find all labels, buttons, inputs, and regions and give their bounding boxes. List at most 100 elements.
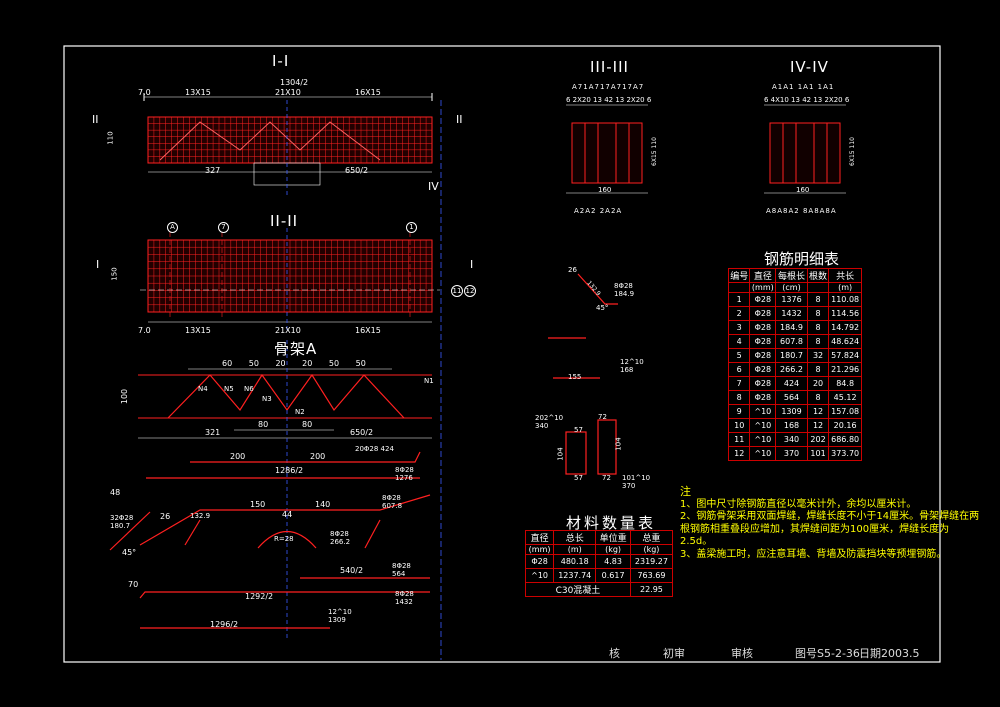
s4-top-labels: A1A1 1A1 1A1 (772, 83, 835, 91)
s2-marker-left: I (96, 258, 100, 271)
rebar-cell: ^10 (749, 446, 777, 461)
bar10-len: 155 (568, 373, 582, 381)
material-cell: 0.617 (595, 568, 631, 583)
rebar-table-header: 编号直径每根长根数共长 (727, 268, 862, 283)
title-review2: 初审 (663, 647, 685, 660)
bar12-text: 101^10 370 (622, 474, 651, 490)
rebar-table-units: (mm)(cm)(m) (727, 282, 862, 293)
s2-tag-a: A (167, 222, 178, 233)
s2-dim-2: 21X10 (275, 326, 301, 335)
bar11-text: 202^10 340 (535, 414, 564, 430)
bar9-len: 1296/2 (210, 620, 239, 629)
small-dim-r28: R=28 (274, 535, 294, 543)
rebar-cell: 266.2 (775, 362, 808, 377)
rebar-cell: 21.296 (828, 362, 862, 377)
s1-marker-br: IV (428, 180, 439, 193)
bar10-text: 12^10 168 (620, 358, 644, 374)
rebar-cell: 101 (806, 446, 830, 461)
rebar-cell: 3 (727, 320, 751, 335)
skeleton-height: 100 (120, 388, 130, 405)
bar7-text: 20Φ28 424 (355, 445, 394, 453)
rebar-cell: 7 (727, 376, 751, 391)
skeleton-n6: N6 (244, 385, 254, 393)
s3-height: 6X15 110 (650, 137, 658, 166)
bar4-text: 8Φ28 607.8 (382, 494, 403, 510)
s2-tag-7: 7 (218, 222, 229, 233)
rebar-cell: 180.7 (775, 348, 808, 363)
concrete-value: 22.95 (629, 582, 674, 597)
bar8-text: 8Φ28 564 (392, 562, 411, 578)
section-3-title: III-III (590, 58, 629, 76)
bar7-len-a: 200 (230, 452, 246, 461)
rebar-cell: 1376 (775, 292, 808, 307)
title-date: 日期2003.5 (859, 647, 920, 660)
rebar-cell: 1309 (775, 404, 808, 419)
small-dim-45: 45° (122, 548, 137, 557)
rebar-cell: 564 (775, 390, 808, 405)
rebar-cell: ^10 (749, 418, 777, 433)
rebar-cell: 157.08 (828, 404, 862, 419)
s1-bottom-left-dim: 327 (205, 166, 221, 175)
s1-marker-left: II (92, 113, 99, 126)
material-table-header: 直径总长单位重总重 (524, 530, 674, 545)
material-cell: ^10 (524, 568, 555, 583)
rebar-table-title: 钢筋明细表 (764, 250, 840, 268)
rebar-unit-cell (806, 282, 830, 293)
bar12-w1: 57 (574, 474, 583, 482)
rebar-cell: 6 (727, 362, 751, 377)
s2-tag-12: 12 (464, 285, 476, 297)
section-2-title: II-II (270, 212, 299, 230)
skeleton-mid-dim-1: 80 (258, 420, 269, 429)
rebar-cell: 5 (727, 348, 751, 363)
rebar-cell: 607.8 (775, 334, 808, 349)
bar4-len-a: 150 (250, 500, 266, 509)
s3-bottom-labels: A2A2 2A2A (574, 207, 623, 215)
s2-dim-0: 7.0 (138, 326, 151, 335)
section-2-drawing (140, 228, 440, 330)
rebar-header-cell: 编号 (727, 268, 751, 283)
skeleton-a-drawing (138, 340, 432, 640)
s1-height-dim: 110 (106, 131, 115, 145)
rebar-header-cell: 根数 (806, 268, 830, 283)
rebar-cell: 9 (727, 404, 751, 419)
rebar-header-cell: 每根长 (775, 268, 808, 283)
rebar-cell: 57.824 (828, 348, 862, 363)
rebar-unit-cell: (cm) (775, 282, 808, 293)
rebar-cell: 20 (806, 376, 830, 391)
bar3-text: 8Φ28 184.9 (614, 282, 635, 298)
title-block: 核 初审 审核 图号S5-2-36 日期2003.5 (593, 641, 923, 663)
s2-tag-1: 1 (406, 222, 417, 233)
small-dim-70: 70 (128, 580, 139, 589)
material-unit-cell: (kg) (629, 544, 674, 555)
rebar-cell: 12 (727, 446, 751, 461)
detail-bar-shapes (548, 273, 618, 475)
skeleton-top-dims: 60 50 20 20 50 50 (222, 359, 366, 368)
rebar-cell: 14.792 (828, 320, 862, 335)
rebar-cell: Φ28 (749, 362, 777, 377)
title-review1: 核 (609, 647, 620, 660)
s4-dim: 6 4X10 13 42 13 2X20 6 (764, 96, 850, 104)
skeleton-n5: N5 (224, 385, 234, 393)
section-3-drawing (566, 104, 648, 194)
material-header-cell: 总重 (629, 530, 674, 545)
skeleton-n2: N2 (295, 408, 305, 416)
bar9-text: 12^10 1309 (328, 608, 352, 624)
bar3-dim1: 26 (568, 266, 577, 274)
s2-dim-3: 16X15 (355, 326, 381, 335)
s1-dim-0: 7.0 (138, 88, 151, 97)
section-1-drawing (143, 93, 433, 195)
s1-overall-dim: 1304/2 (280, 78, 309, 87)
skeleton-title: 骨架A (274, 340, 318, 358)
material-cell: 1237.74 (553, 568, 597, 583)
skeleton-n1: N1 (424, 377, 434, 385)
s2-height-dim: 150 (110, 267, 119, 281)
rebar-cell: Φ28 (749, 292, 777, 307)
